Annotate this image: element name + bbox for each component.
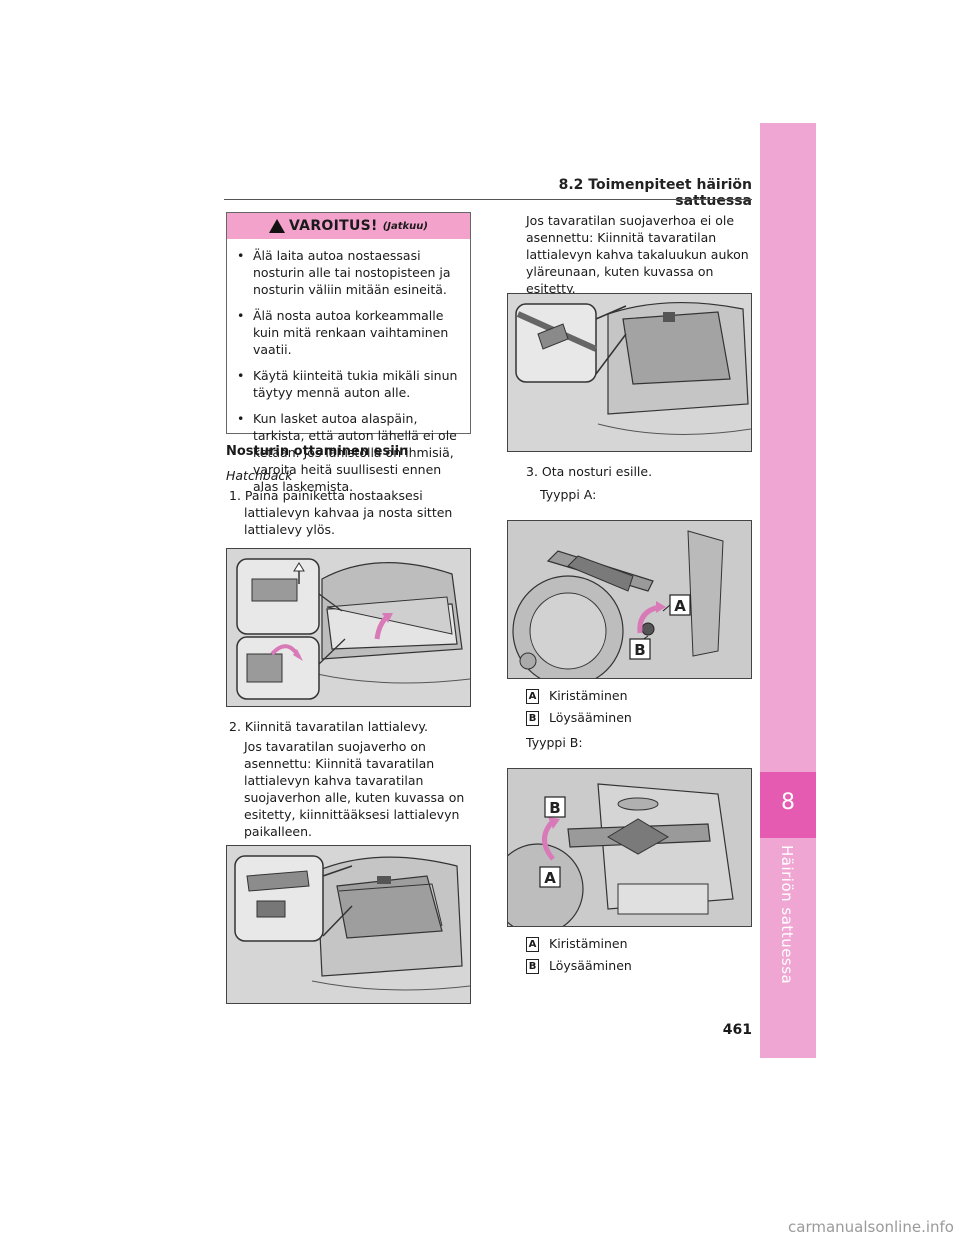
legend-letter: B [526,711,539,726]
warning-item: Älä laita autoa nostaessasi nosturin all… [237,247,462,298]
variant-label: Hatchback [226,468,293,483]
step-2: 2. Kiinnitä tavaratilan lattialevy. [229,719,428,734]
warning-header: VAROITUS! (Jatkuu) [227,213,470,239]
type-a-label: Tyyppi A: [540,487,597,502]
figure-floor-board-lift [226,548,471,707]
warning-item: Älä nosta autoa korkeammalle kuin mitä r… [237,307,462,358]
section-title: Nosturin ottaminen esiin [226,444,409,459]
header-divider [224,199,752,200]
legend-letter: A [526,937,539,952]
warning-box: VAROITUS! (Jatkuu) Älä laita autoa nosta… [226,212,471,494]
warning-item: Käytä kiinteitä tukia mikäli sinun täyty… [237,367,462,401]
section-header: 8.2 Toimenpiteet häiriön sattuessa [558,177,752,209]
warning-subtitle: (Jatkuu) [382,220,428,232]
warning-title: VAROITUS! [289,218,378,234]
legend-letter: A [526,689,539,704]
figure-handle-on-hatch-opening [507,293,752,452]
chapter-tab-band [760,123,816,1058]
warning-item: Kun lasket autoa alaspäin, tarkista, ett… [237,410,462,495]
warning-triangle-icon [269,219,285,233]
legend-letter: B [526,959,539,974]
figure-handle-under-cover [226,845,471,1004]
page-number: 461 [722,1022,752,1038]
chapter-tab-active [760,772,816,838]
watermark: carmanualsonline.info [788,1218,954,1236]
fig4-callout-a: A [674,597,686,615]
step-3: 3. Ota nosturi esille. [526,464,653,479]
figure-jack-type-a: A B [507,520,752,679]
warning-list: Älä laita autoa nostaessasi nosturin all… [227,239,470,495]
step-2-note: Jos tavaratilan suojaverho on asennettu:… [244,739,465,839]
chapter-number: 8 [781,790,795,815]
step-1: 1. Paina painiketta nostaaksesi lattiale… [229,488,453,537]
fig4-callout-b: B [634,641,645,659]
chapter-title: Häiriön sattuessa [778,845,796,985]
fig5-callout-b: B [549,799,560,817]
figure-jack-type-b: B A [507,768,752,927]
step-2-note-2: Jos tavaratilan suojaverhoa ei ole asenn… [526,213,749,296]
type-b-label: Tyyppi B: [526,735,583,750]
fig5-callout-a: A [544,869,556,887]
